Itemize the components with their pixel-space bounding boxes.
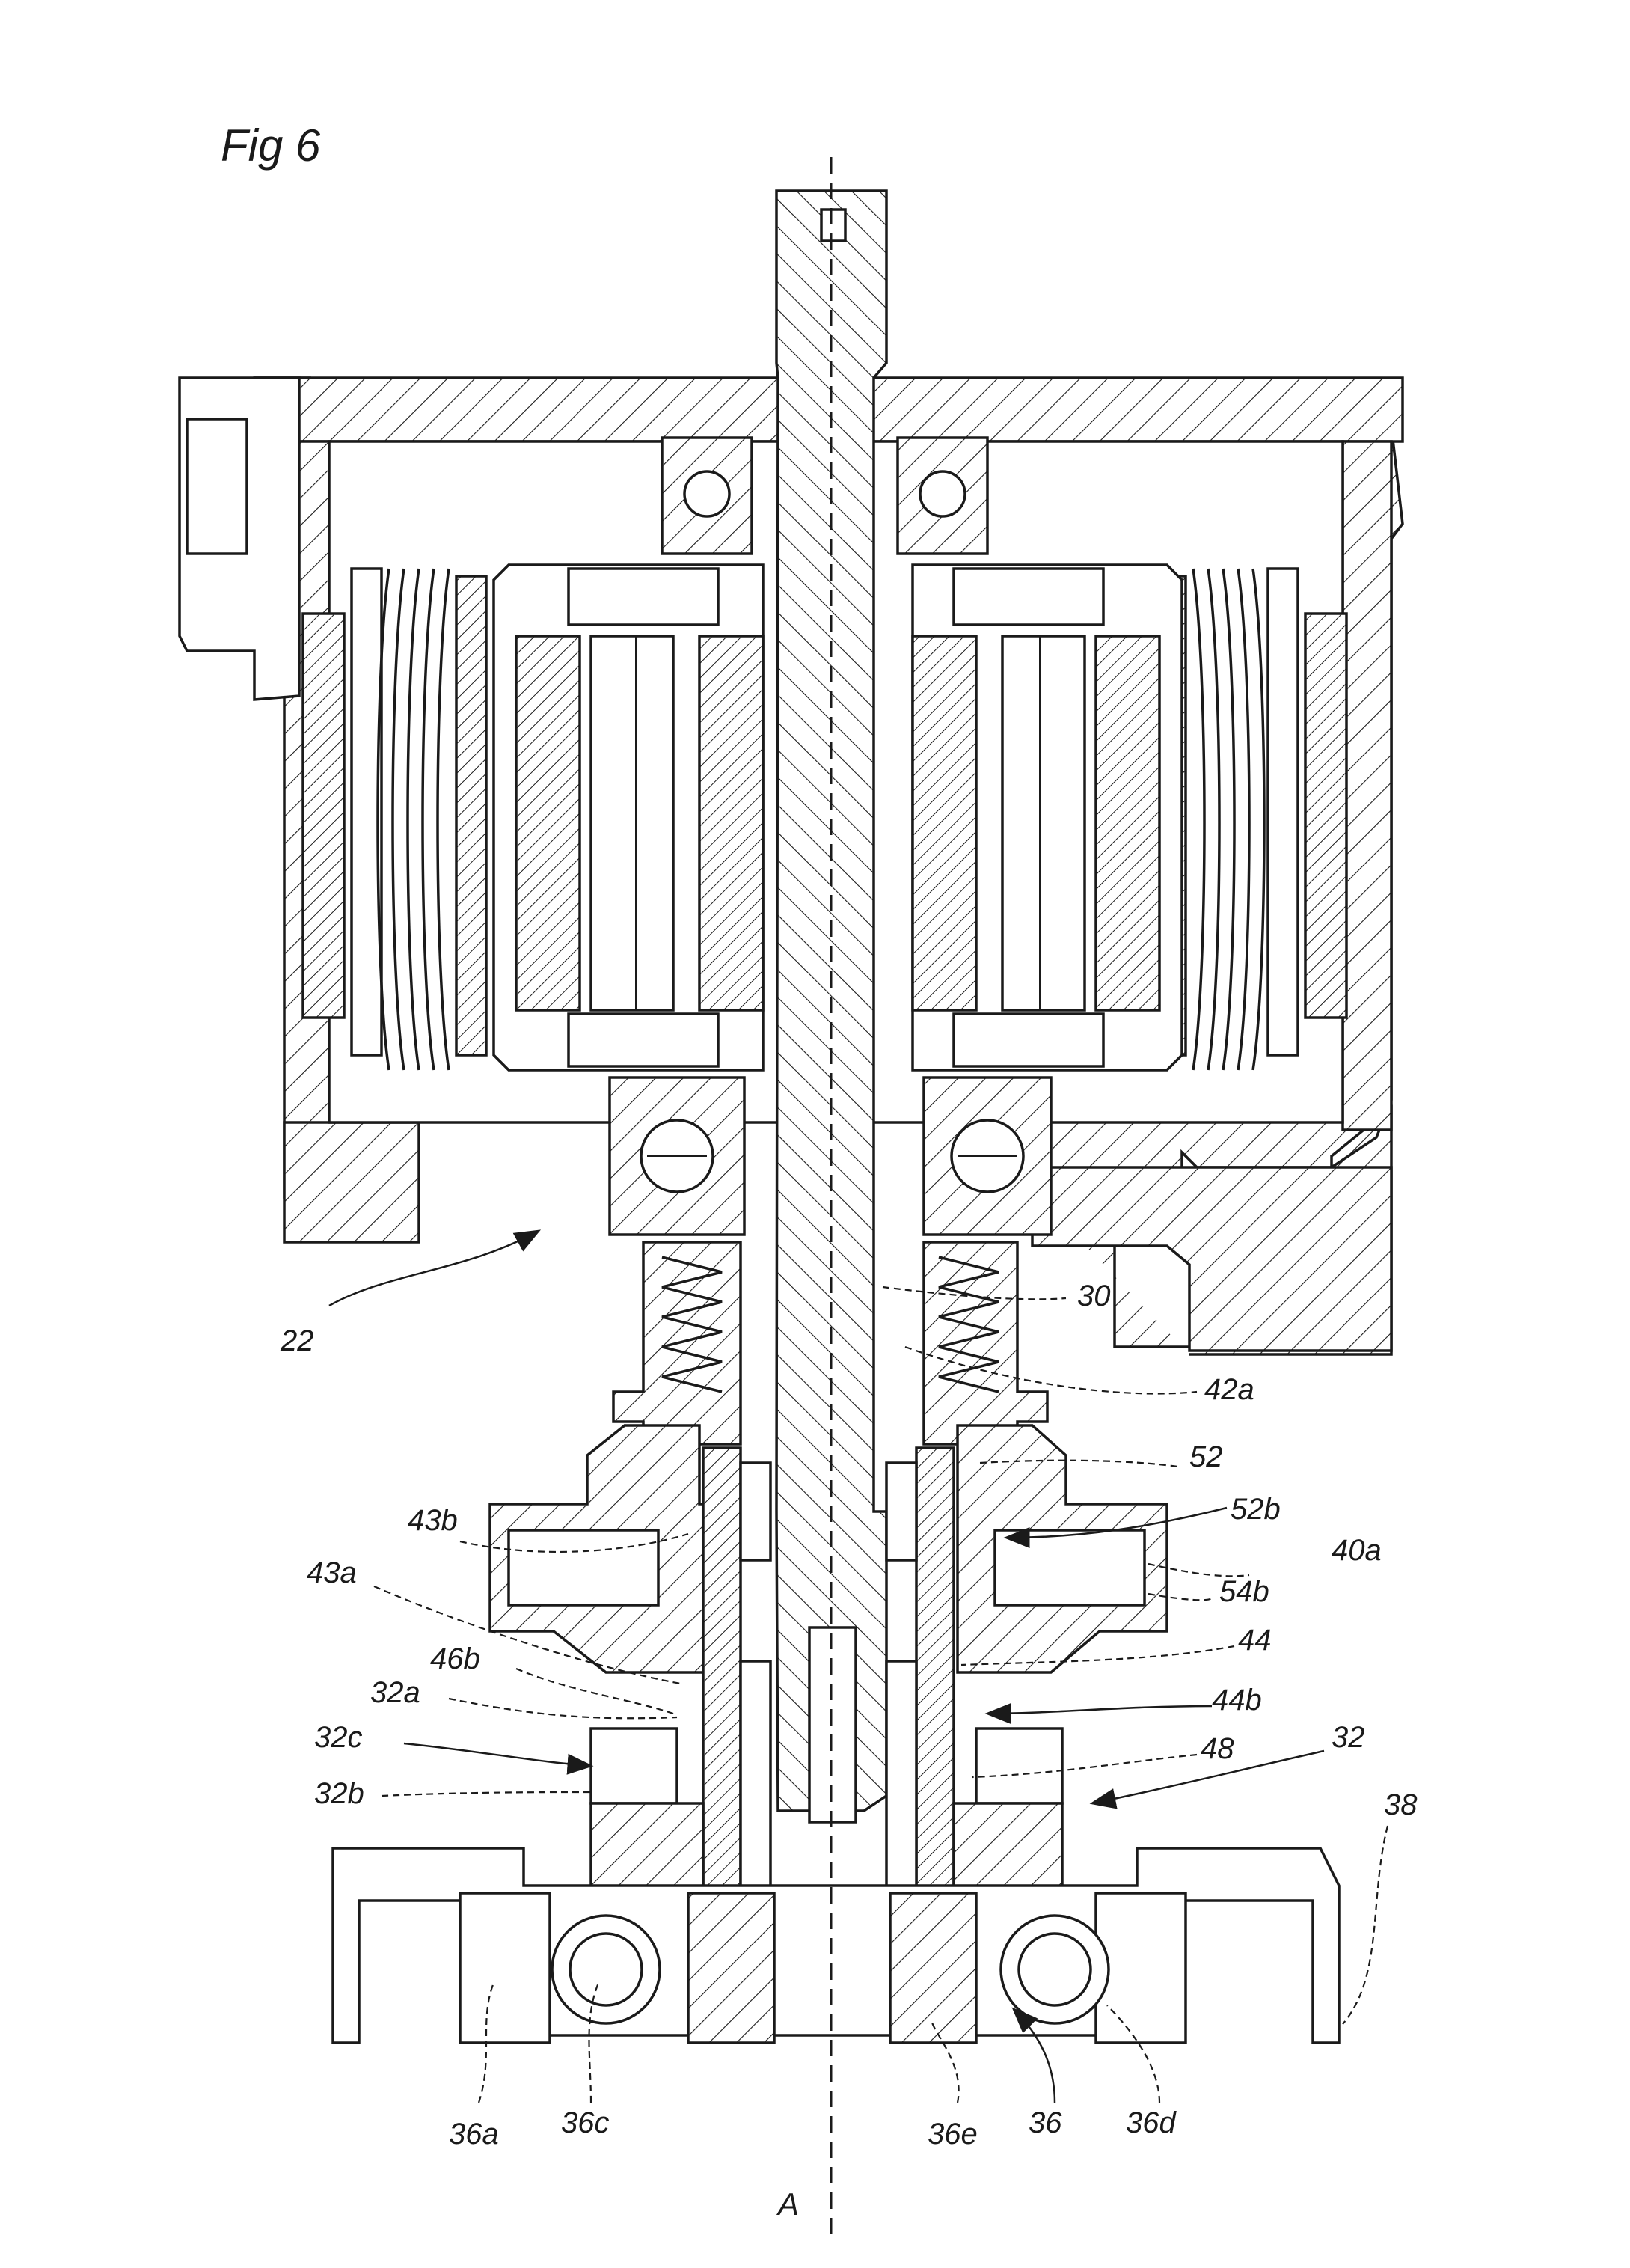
ref-label-38: 38 xyxy=(1384,1788,1418,1821)
ref-label-43a: 43a xyxy=(307,1556,357,1589)
ref-label-52b: 52b xyxy=(1231,1493,1281,1526)
gear-carrier xyxy=(488,1424,1168,1674)
ref-label-30: 30 xyxy=(1077,1280,1111,1312)
sleeves xyxy=(702,1446,955,1898)
ref-label-36: 36 xyxy=(1029,2106,1062,2139)
threaded-spindle xyxy=(612,1241,1049,1446)
ref-label-22: 22 xyxy=(280,1324,314,1357)
axis-label: A xyxy=(776,2186,799,2222)
upper-bearings xyxy=(661,436,989,555)
ref-label-52: 52 xyxy=(1189,1440,1223,1473)
ref-label-36d: 36d xyxy=(1126,2106,1177,2139)
leader-lines xyxy=(328,1229,1389,2103)
reference-labels: 22 30 42a 52 43b 52b 40a 54b 43a 46b 44 … xyxy=(280,1280,1418,2151)
ref-label-42a: 42a xyxy=(1204,1373,1254,1406)
ref-label-44: 44 xyxy=(1238,1624,1272,1657)
lower-bearings xyxy=(608,1076,1053,1236)
ref-label-36a: 36a xyxy=(449,2118,499,2151)
ref-label-40a: 40a xyxy=(1332,1534,1382,1567)
base-housing xyxy=(331,1847,1341,2044)
rotor-right xyxy=(911,563,1183,1072)
ref-label-32c: 32c xyxy=(314,1721,363,1754)
ref-label-48: 48 xyxy=(1201,1732,1234,1765)
ref-label-32a: 32a xyxy=(370,1676,420,1709)
ref-label-32: 32 xyxy=(1332,1721,1365,1754)
ref-label-36c: 36c xyxy=(561,2106,610,2139)
figure-title: Fig 6 xyxy=(221,120,321,171)
ref-label-32b: 32b xyxy=(314,1777,364,1810)
ref-label-36e: 36e xyxy=(928,2118,978,2151)
ref-label-44b: 44b xyxy=(1212,1684,1262,1717)
ref-label-54b: 54b xyxy=(1219,1575,1269,1608)
stator-left xyxy=(301,567,488,1071)
ref-label-46b: 46b xyxy=(430,1642,480,1675)
ref-label-43b: 43b xyxy=(408,1504,458,1537)
clutch-ring xyxy=(589,1727,1064,1898)
rotor-left xyxy=(492,563,765,1072)
